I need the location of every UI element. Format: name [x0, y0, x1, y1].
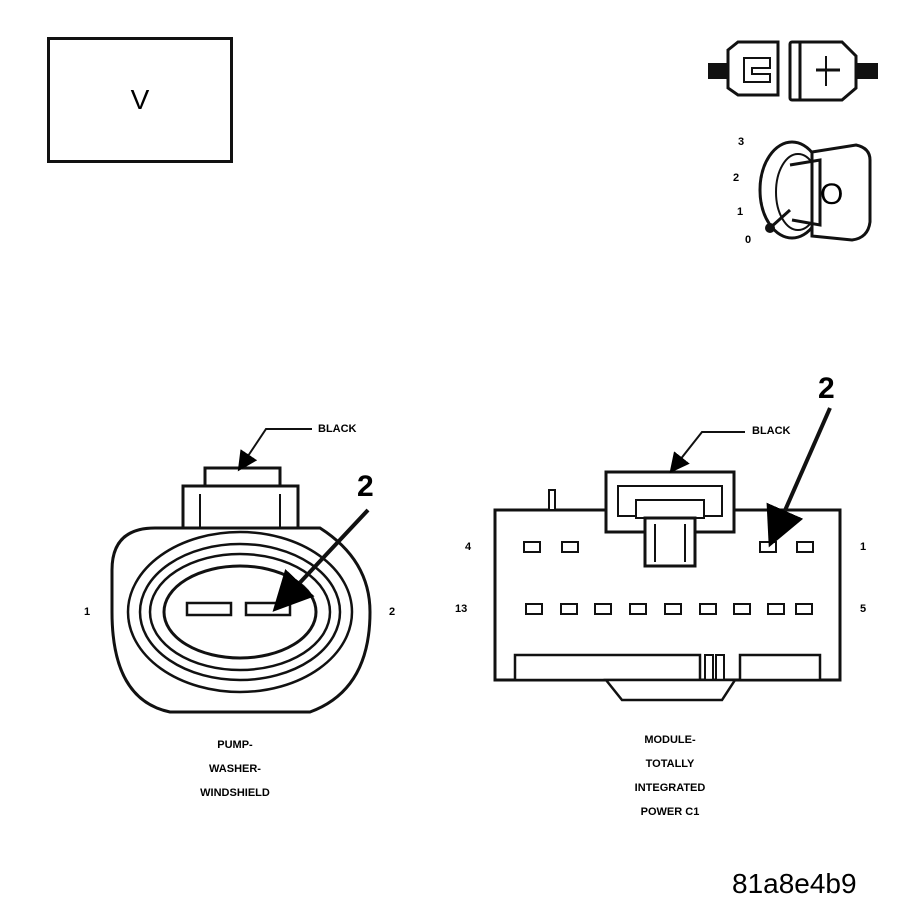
left-pin-2-label: 2: [389, 606, 396, 618]
right-pin-1-label: 1: [860, 541, 867, 553]
left-color-label: BLACK: [318, 423, 357, 435]
ignition-position-3: 3: [738, 136, 745, 148]
ignition-position-1: 1: [737, 206, 744, 218]
right-pin-5-label: 5: [860, 603, 867, 615]
pin-2: [244, 601, 292, 617]
ignition-position-2: 2: [733, 172, 740, 184]
right-callout-number: 2: [818, 372, 835, 405]
right-connector: [493, 407, 842, 702]
ignition-position-0: 0: [745, 234, 752, 246]
ignition-key-label: O: [820, 178, 844, 211]
ignition-key-icon: [758, 140, 872, 242]
right-pin-13-label: 13: [455, 603, 468, 615]
right-connector-caption: MODULE- TOTALLY INTEGRATED POWER C1: [595, 728, 745, 824]
meter-mode-label: V: [130, 84, 150, 115]
left-pin-1-label: 1: [84, 606, 91, 618]
right-caption-line: POWER C1: [640, 806, 700, 818]
meter-mode-box: V: [47, 37, 233, 163]
right-caption-line: INTEGRATED: [634, 782, 706, 794]
right-pin-4-label: 4: [465, 541, 472, 553]
left-caption-line: WASHER-: [209, 763, 261, 775]
left-connector-caption: PUMP- WASHER- WINDSHIELD: [160, 733, 310, 805]
right-caption-line: MODULE-: [644, 734, 696, 746]
connector-unplugged-icon: [708, 40, 878, 102]
image-id-label: 81a8e4b9: [732, 868, 857, 899]
left-caption-line: PUMP-: [217, 739, 253, 751]
left-connector: [110, 428, 372, 714]
right-caption-line: TOTALLY: [645, 758, 695, 770]
left-caption-line: WINDSHIELD: [200, 787, 270, 799]
bottom-pin-row: [525, 603, 813, 615]
right-color-label: BLACK: [752, 425, 791, 437]
left-callout-number: 2: [357, 470, 374, 503]
pin-1: [185, 601, 233, 617]
